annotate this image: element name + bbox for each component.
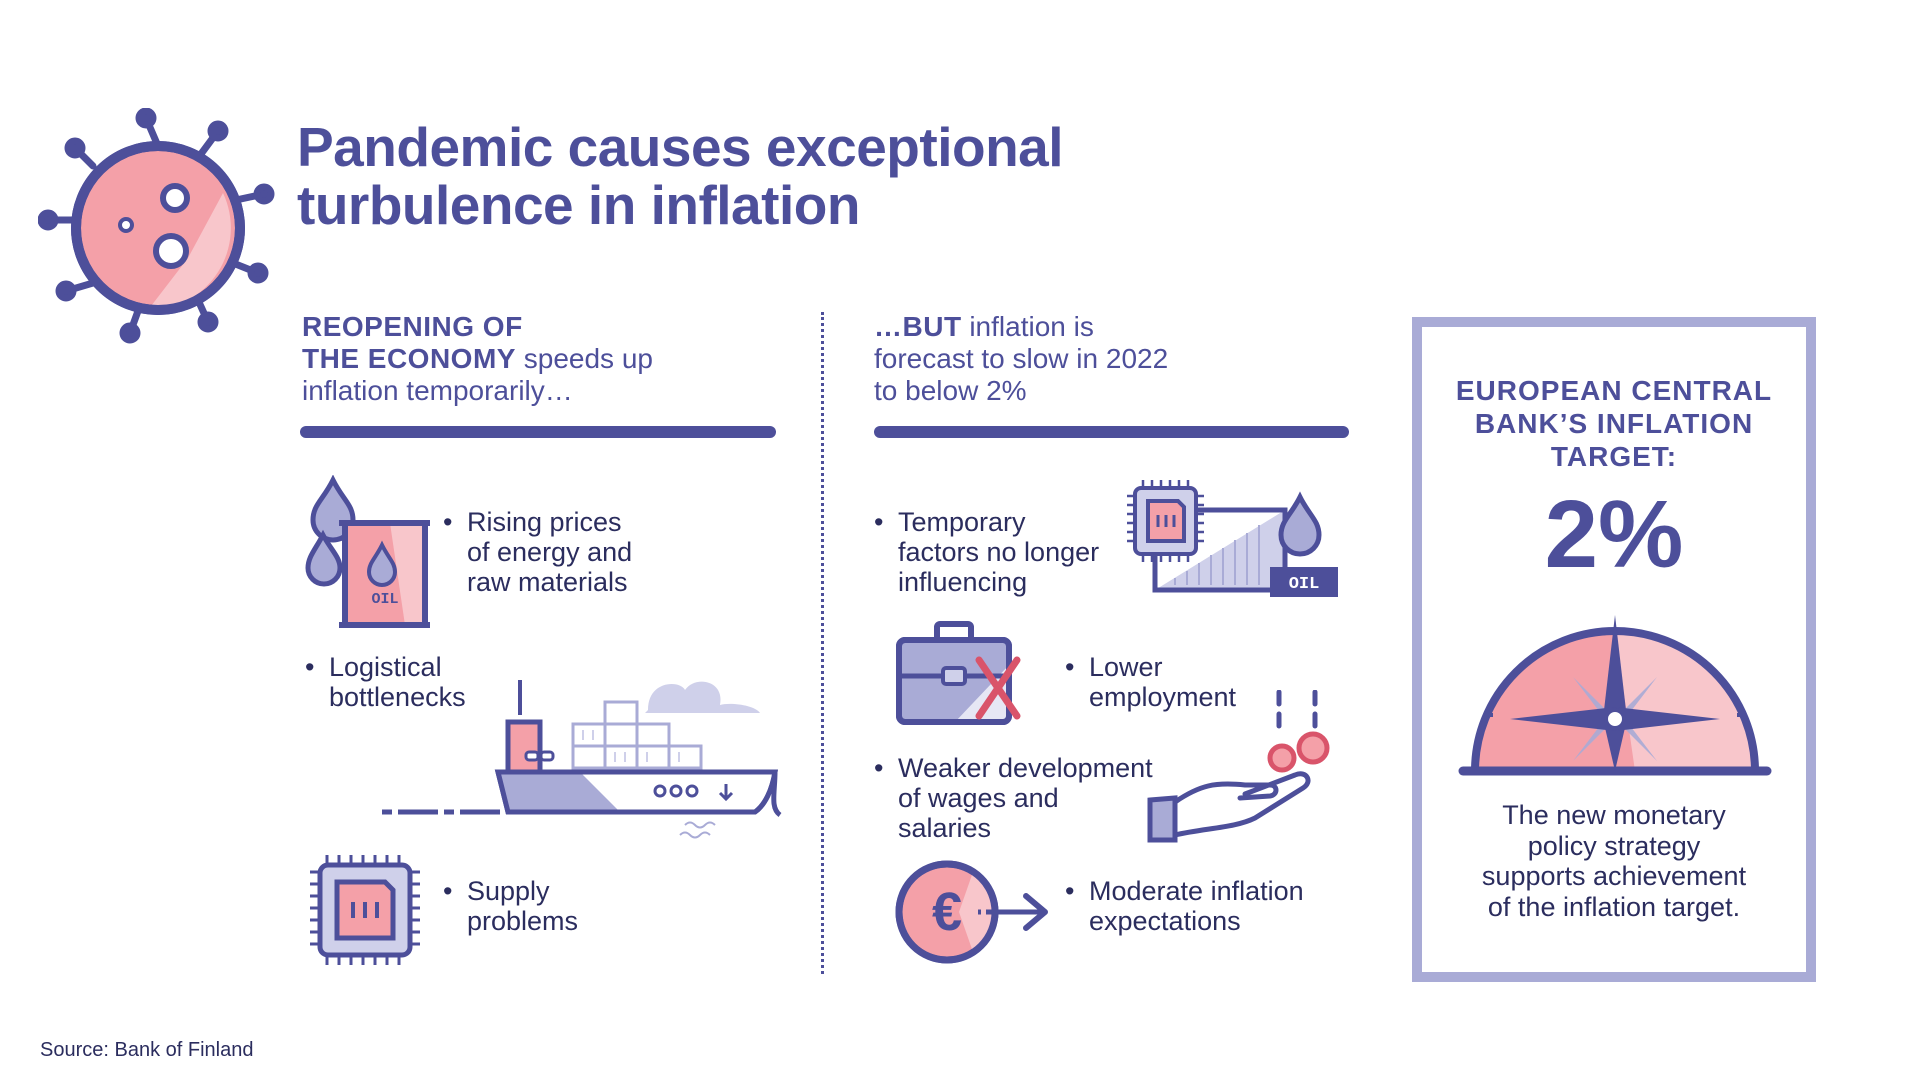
item-line: influencing bbox=[898, 567, 1028, 597]
euro-coin-icon: € bbox=[895, 860, 1048, 964]
cargo-ship-icon bbox=[382, 680, 782, 839]
list-item-moderate-expectations: • Moderate inflation expectations bbox=[1065, 876, 1304, 936]
left-heading-line3: inflation temporarily… bbox=[302, 375, 573, 406]
item-line: Temporary bbox=[898, 507, 1026, 537]
item-line: of energy and bbox=[467, 537, 633, 567]
oil-label: OIL bbox=[1289, 575, 1320, 594]
list-item-temporary-factors: • Temporary factors no longer influencin… bbox=[874, 507, 1100, 597]
bullet: • bbox=[874, 753, 884, 783]
microchip-icon bbox=[310, 855, 420, 965]
hand-coins-icon bbox=[1147, 690, 1330, 843]
middle-heading-line2: forecast to slow in 2022 bbox=[874, 343, 1169, 374]
ecb-target-panel bbox=[1412, 317, 1816, 982]
item-line: bottlenecks bbox=[329, 682, 466, 712]
item-line: raw materials bbox=[467, 567, 628, 597]
ecb-heading-line: TARGET: bbox=[1550, 441, 1678, 472]
compass-gauge-icon bbox=[1458, 615, 1772, 776]
middle-heading-line3: to below 2% bbox=[874, 375, 1027, 406]
item-line: employment bbox=[1089, 682, 1237, 712]
bullet: • bbox=[1065, 652, 1075, 682]
source-note: Source: Bank of Finland bbox=[40, 1039, 254, 1061]
page-title-line1: Pandemic causes exceptional bbox=[297, 116, 1064, 178]
page-title-line2: turbulence in inflation bbox=[297, 174, 860, 236]
left-heading: REOPENING OF THE ECONOMY speeds up infla… bbox=[302, 311, 782, 407]
oil-label: OIL bbox=[371, 591, 398, 608]
oil-barrel-icon: OIL bbox=[305, 475, 430, 628]
left-heading-underline bbox=[300, 426, 776, 438]
item-line: Moderate inflation bbox=[1089, 876, 1304, 906]
briefcase-cross-icon bbox=[896, 621, 1021, 725]
item-line: factors no longer bbox=[898, 537, 1100, 567]
item-line: Supply bbox=[467, 876, 550, 906]
left-heading-bold1: REOPENING OF bbox=[302, 311, 523, 342]
ecb-heading: EUROPEAN CENTRAL BANK’S INFLATION TARGET… bbox=[1412, 374, 1816, 473]
ecb-footer-line: policy strategy bbox=[1527, 830, 1701, 861]
ecb-heading-line: EUROPEAN CENTRAL bbox=[1455, 375, 1773, 406]
middle-heading-bold1: …BUT bbox=[874, 311, 962, 342]
list-item-weaker-wages: • Weaker development of wages and salari… bbox=[874, 753, 1153, 843]
bullet: • bbox=[443, 876, 453, 906]
list-item-supply-problems: • Supply problems bbox=[443, 876, 579, 936]
bullet: • bbox=[305, 652, 315, 682]
column-divider bbox=[821, 312, 824, 974]
bullet: • bbox=[1065, 876, 1075, 906]
item-line: of wages and bbox=[898, 783, 1059, 813]
left-heading-bold2: THE ECONOMY bbox=[302, 343, 516, 374]
list-item-lower-employment: • Lower employment bbox=[1065, 652, 1237, 712]
virus-icon bbox=[38, 108, 275, 344]
item-line: Logistical bbox=[329, 652, 442, 682]
ecb-footer-line: The new monetary bbox=[1502, 800, 1726, 830]
ecb-heading-line: BANK’S INFLATION bbox=[1474, 408, 1754, 439]
chip-and-oil-icon: OIL bbox=[1127, 480, 1338, 597]
ecb-footer-line: supports achievement bbox=[1481, 861, 1747, 891]
inflation-target-value: 2% bbox=[1544, 481, 1684, 588]
ecb-footer: The new monetary policy strategy support… bbox=[1412, 800, 1816, 922]
item-line: Weaker development bbox=[898, 753, 1153, 783]
list-item-logistical-bottlenecks: • Logistical bottlenecks bbox=[305, 652, 466, 712]
middle-heading-underline bbox=[874, 426, 1349, 438]
left-heading-rest2: speeds up bbox=[515, 343, 653, 374]
item-line: Lower bbox=[1089, 652, 1163, 682]
bullet: • bbox=[443, 507, 453, 537]
middle-heading: …BUT inflation is forecast to slow in 20… bbox=[874, 311, 1354, 407]
euro-symbol: € bbox=[932, 882, 962, 942]
ecb-footer-line: of the inflation target. bbox=[1487, 891, 1741, 922]
list-item-rising-prices: • Rising prices of energy and raw materi… bbox=[443, 507, 633, 597]
bullet: • bbox=[874, 507, 884, 537]
middle-heading-rest1: inflation is bbox=[961, 311, 1094, 342]
item-line: problems bbox=[467, 906, 579, 936]
item-line: Rising prices bbox=[467, 507, 622, 537]
item-line: salaries bbox=[898, 813, 992, 843]
page-title: Pandemic causes exceptional turbulence i… bbox=[297, 118, 1197, 234]
item-line: expectations bbox=[1089, 906, 1241, 936]
